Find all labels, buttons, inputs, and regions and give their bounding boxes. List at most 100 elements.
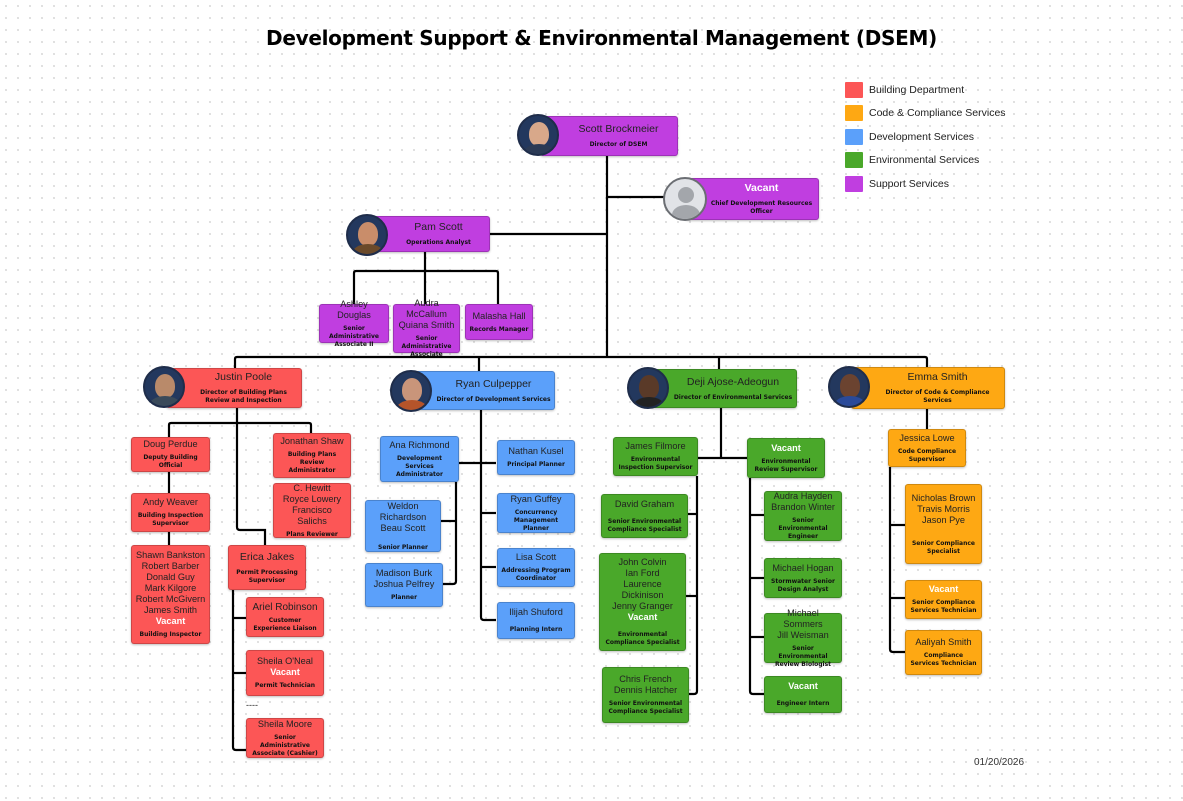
card-james-filmore[interactable]: James Filmore Environmental Inspection S… (613, 437, 698, 476)
person-name: Ian Ford (625, 568, 660, 578)
card-ariel-robinson[interactable]: Ariel Robinson Customer Experience Liais… (246, 597, 324, 637)
person-name: Jill Weisman (777, 629, 829, 640)
card-environmental-director[interactable]: Deji Ajose-Adeogun Director of Environme… (650, 369, 797, 408)
card-lisa-scott[interactable]: Lisa Scott Addressing Program Coordinato… (497, 548, 575, 587)
card-engineer-intern[interactable]: Vacant Engineer Intern (764, 676, 842, 713)
person-name: Robert McGivern (135, 594, 206, 604)
person-name: C. Hewitt (293, 482, 331, 493)
user-placeholder-icon (663, 177, 707, 221)
card-ops-staff[interactable]: Ashley Douglas Senior Administrative Ass… (319, 299, 389, 348)
card-director[interactable]: Scott Brockmeier Director of DSEM (540, 116, 678, 156)
card-development-director[interactable]: Ryan Culpepper Director of Development S… (413, 371, 555, 410)
card-env-review-supervisor[interactable]: Vacant Environmental Review Supervisor (747, 438, 825, 478)
card-senior-env-compliance[interactable]: Chris French Dennis Hatcher Senior Envir… (602, 667, 689, 723)
person-name: Brandon Winter (771, 502, 835, 512)
card-michael-hogan[interactable]: Michael Hogan Stormwater Senior Design A… (764, 558, 842, 598)
person-role: Director of Development Services (436, 395, 551, 403)
person-name: Ariel Robinson (252, 601, 318, 613)
person-name: Ana Richmond (389, 439, 450, 450)
card-david-graham[interactable]: David Graham Senior Environmental Compli… (601, 494, 688, 538)
vacant-label: Vacant (155, 616, 186, 626)
card-env-biologists[interactable]: Michael Sommers Jill Weisman Senior Envi… (764, 608, 842, 668)
card-planners[interactable]: Madison Burk Joshua Pelfrey Planner (365, 563, 443, 607)
person-role: Director of DSEM (589, 141, 648, 148)
person-role: Plans Reviewer (286, 530, 338, 538)
card-ilijah-shuford[interactable]: Ilijah Shuford Planning Intern (497, 602, 575, 639)
person-role: Senior Administrative Associate (Cashier… (252, 733, 318, 757)
person-name: Doug Perdue (143, 439, 198, 449)
person-name: Emma Smith (907, 371, 968, 383)
person-role: Stormwater Senior Design Analyst (771, 577, 835, 593)
person-name: Weldon Richardson (379, 500, 427, 522)
card-andy-weaver[interactable]: Andy Weaver Building Inspection Supervis… (131, 493, 210, 532)
card-code-director[interactable]: Emma Smith Director of Code & Compliance… (851, 367, 1005, 409)
person-name: Aaliyah Smith (915, 637, 972, 647)
card-senior-compliance-technician[interactable]: Vacant Senior Compliance Services Techni… (905, 580, 982, 619)
legend-label: Development Services (869, 130, 975, 143)
person-name: Erica Jakes (239, 550, 295, 563)
person-name: Robert Barber (141, 561, 200, 571)
card-building-inspectors[interactable]: Shawn Bankston Robert Barber Donald Guy … (131, 545, 210, 644)
person-photo-icon (390, 370, 432, 412)
card-env-compliance-specialists[interactable]: John Colvin Ian Ford Laurence Dickinison… (599, 553, 686, 651)
person-role: Senior Administrative Associate II (329, 324, 379, 348)
card-erica-jakes[interactable]: Erica Jakes Permit Processing Supervisor (228, 545, 306, 590)
card-doug-perdue[interactable]: Doug Perdue Deputy Building Official (131, 437, 210, 472)
card-nathan-kusel[interactable]: Nathan Kusel Principal Planner (497, 440, 575, 475)
person-photo-icon (627, 367, 669, 409)
legend-item-environmental: Environmental Services (845, 149, 1006, 173)
person-name: Sheila O'Neal (257, 656, 313, 666)
person-photo-icon (828, 366, 870, 408)
person-name: Ryan Culpepper (455, 377, 532, 390)
page-title: Development Support & Environmental Mana… (266, 26, 937, 50)
person-name: James Filmore (625, 441, 686, 451)
legend-item-support: Support Services (845, 172, 1006, 196)
person-role: Compliance Services Technician (910, 652, 977, 667)
date-label: 01/20/2026 (974, 757, 1025, 768)
legend-label: Support Services (869, 177, 949, 190)
card-ops-staff[interactable]: Malasha Hall Records Manager (465, 304, 533, 340)
card-senior-planners[interactable]: Weldon Richardson Beau Scott Senior Plan… (365, 500, 441, 552)
card-sheila-moore[interactable]: Sheila Moore Senior Administrative Assoc… (246, 718, 324, 758)
person-role: Senior Administrative Associate (401, 335, 452, 358)
person-name: Lisa Scott (515, 552, 557, 562)
card-ana-richmond[interactable]: Ana Richmond Development Services Admini… (380, 436, 459, 482)
card-building-director[interactable]: Justin Poole Director of Building Plans … (166, 368, 302, 408)
card-operations[interactable]: Pam Scott Operations Analyst (368, 216, 490, 252)
card-senior-compliance-specialists[interactable]: Nicholas Brown Travis Morris Jason Pye S… (905, 484, 982, 564)
card-env-engineers[interactable]: Audra Hayden Brandon Winter Senior Envir… (764, 491, 842, 541)
card-jonathan-shaw[interactable]: Jonathan Shaw Building Plans Review Admi… (273, 433, 351, 478)
person-name: Sheila Moore (257, 718, 313, 729)
person-role: Building Inspector (139, 631, 202, 638)
person-name: Audra McCallum (406, 298, 447, 319)
person-name: Jonathan Shaw (280, 436, 344, 446)
person-role: Addressing Program Coordinator (501, 567, 571, 582)
card-permit-technicians[interactable]: Sheila O'Neal Vacant Permit Technician (246, 650, 324, 696)
person-name: Malasha Hall (472, 310, 526, 321)
person-photo-icon (346, 214, 388, 256)
person-role: Customer Experience Liaison (253, 616, 317, 632)
person-role: Engineer Intern (776, 700, 830, 707)
person-name: Mark Kilgore (144, 583, 197, 593)
legend-item-code: Code & Compliance Services (845, 102, 1006, 126)
person-name: John Colvin (618, 557, 667, 567)
person-name: Joshua Pelfrey (373, 579, 435, 589)
person-name: Ryan Guffey (510, 493, 562, 504)
person-role: Environmental Review Supervisor (754, 457, 818, 473)
person-name: Andy Weaver (143, 497, 198, 507)
card-plans-reviewers[interactable]: C. Hewitt Royce Lowery Francisco Salichs… (273, 483, 351, 538)
person-role: Senior Environmental Engineer (778, 517, 828, 540)
card-jessica-lowe[interactable]: Jessica Lowe Code Compliance Supervisor (888, 429, 966, 467)
card-ryan-guffey[interactable]: Ryan Guffey Concurrency Management Plann… (497, 493, 575, 533)
card-aaliyah-smith[interactable]: Aaliyah Smith Compliance Services Techni… (905, 630, 982, 675)
legend-swatch (845, 81, 863, 98)
person-name: Nicholas Brown (911, 492, 976, 503)
person-role: Planning Intern (509, 626, 563, 633)
card-ops-staff[interactable]: Audra McCallum Quiana Smith Senior Admin… (393, 298, 460, 358)
separator-text: ---- (246, 700, 258, 710)
legend-label: Code & Compliance Services (869, 107, 1006, 120)
card-chief[interactable]: Vacant Chief Development Resources Offic… (685, 178, 819, 220)
person-role: Permit Processing Supervisor (236, 568, 298, 584)
person-role: Operations Analyst (406, 239, 471, 246)
vacant-label: Vacant (928, 584, 959, 594)
